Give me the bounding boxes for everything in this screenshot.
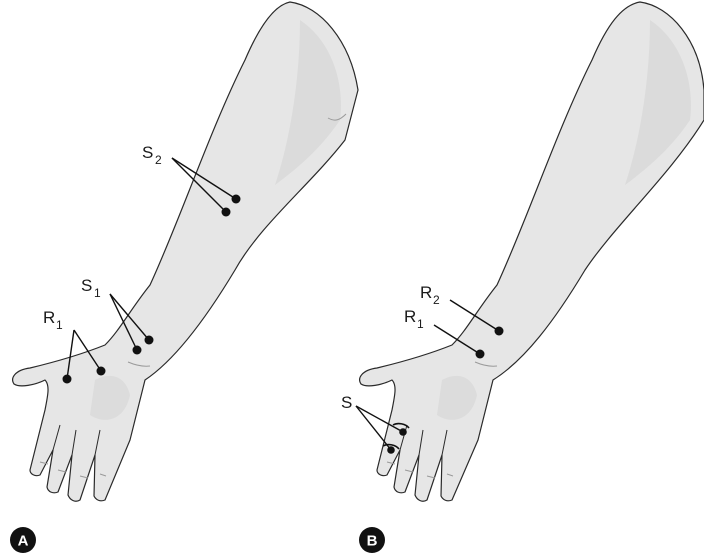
label-s1: S 1	[81, 276, 101, 300]
label-r1-a-sub: 1	[56, 318, 63, 332]
label-s-main: S	[341, 393, 352, 412]
label-r2: R 2	[420, 283, 440, 307]
label-s2-sub: 2	[155, 153, 162, 167]
electrode-r1-a-left	[63, 375, 72, 384]
label-r1-b-main: R	[404, 307, 416, 326]
electrode-s1-upper	[145, 336, 154, 345]
panel-b-badge: B	[359, 527, 385, 553]
label-r2-sub: 2	[433, 293, 440, 307]
label-r2-main: R	[420, 283, 432, 302]
electrode-r1-a-right	[97, 367, 106, 376]
label-s1-main: S	[81, 276, 92, 295]
electrode-s2-lower	[222, 208, 231, 217]
electrode-s-lower	[387, 446, 395, 454]
electrode-s2-upper	[232, 195, 241, 204]
electrode-s1-lower	[133, 346, 142, 355]
panel-a-badge-label: A	[18, 533, 29, 550]
electrode-r2	[495, 327, 504, 336]
panel-b-badge-label: B	[367, 533, 378, 550]
panel-b: R 2 R 1 S B	[341, 2, 704, 553]
label-s1-sub: 1	[94, 286, 101, 300]
electrode-s-upper	[399, 428, 407, 436]
panel-a: S 2 S 1 R 1 A	[10, 2, 358, 553]
arm-illustration-a	[13, 2, 358, 501]
leader-s-lower	[356, 406, 391, 450]
arm-illustration-b	[360, 2, 704, 501]
electrode-r1-b	[476, 350, 485, 359]
panel-a-badge: A	[10, 527, 36, 553]
label-s2: S 2	[142, 143, 162, 167]
label-s: S	[341, 393, 352, 412]
label-r1-b: R 1	[404, 307, 424, 331]
label-r1-b-sub: 1	[417, 317, 424, 331]
label-s2-main: S	[142, 143, 153, 162]
label-r1-a-main: R	[43, 308, 55, 327]
label-r1-a: R 1	[43, 308, 63, 332]
